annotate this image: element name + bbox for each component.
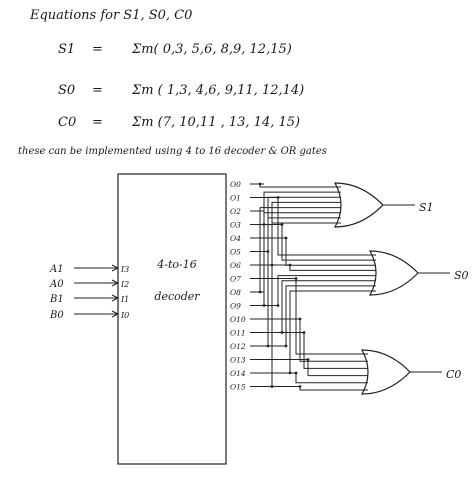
input-arrow-0: [111, 264, 120, 272]
decoder-output-label-9: O9: [230, 302, 241, 311]
decoder-output-label-1: O1: [230, 194, 241, 203]
junction-o8-s1: [258, 290, 262, 294]
wire-o15-to-c0: [264, 386, 368, 391]
junction-o11-c0: [302, 331, 306, 334]
input-arrow-2: [111, 294, 120, 302]
wire-o1-to-s0: [264, 197, 376, 256]
decoder-input-label-2: I1: [120, 295, 129, 304]
junction-o1-s0: [276, 196, 280, 199]
wire-o6-to-s0: [264, 264, 376, 271]
input-signal-b1: B1: [49, 294, 64, 305]
junction-o14-c0: [294, 371, 298, 375]
decoder-output-label-0: O0: [230, 180, 241, 189]
decoder-output-label-13: O13: [230, 356, 246, 365]
decoder-subtitle: decoder: [154, 290, 200, 303]
wire-o11-to-s0: [264, 280, 376, 333]
decoder-input-label-1: I2: [120, 280, 129, 289]
wire-o15-to-s1: [264, 222, 341, 387]
wire-o9-to-s0: [264, 275, 376, 306]
equations-title: Equations for S1, S0, C0: [30, 8, 193, 23]
wire-o10-to-c0: [264, 318, 368, 362]
wire-o13-to-c0: [264, 359, 368, 377]
wire-o11-to-c0: [264, 332, 368, 369]
junction-o6-s0: [288, 263, 292, 267]
junction-o13-c0: [306, 358, 310, 361]
decoder-output-label-2: O2: [230, 207, 241, 216]
wire-o6-to-s1: [264, 201, 341, 266]
equation-s0: S0 = Σm ( 1,3, 4,6, 9,11, 12,14): [58, 83, 304, 98]
equation-s1: S1 = Σm( 0,3, 5,6, 8,9, 12,15): [58, 42, 292, 57]
decoder-output-label-6: O6: [230, 261, 241, 270]
equation-c0-lhs: C0: [58, 115, 77, 130]
decoder-output-label-7: O7: [230, 275, 241, 284]
decoder-input-label-3: I0: [120, 311, 129, 320]
wire-o3-to-s0: [264, 224, 376, 261]
wire-o12-to-s1: [264, 217, 341, 347]
junction-o0-s1: [258, 182, 262, 186]
wire-o0-to-s1: [259, 183, 341, 188]
or-gate-s0: [368, 250, 419, 296]
decoder-output-label-14: O14: [230, 369, 246, 378]
equation-s1-rhs: Σm( 0,3, 5,6, 8,9, 12,15): [132, 42, 292, 57]
decoder-output-label-10: O10: [230, 315, 246, 324]
decoder-output-label-15: O15: [230, 383, 246, 392]
wire-o8-to-s1: [259, 207, 341, 293]
junction-o3-s0: [280, 223, 284, 226]
input-arrow-3: [111, 310, 120, 318]
decoder-output-label-12: O12: [230, 342, 246, 351]
equation-s0-rhs: Σm ( 1,3, 4,6, 9,11, 12,14): [132, 83, 305, 98]
implementation-note: these can be implemented using 4 to 16 d…: [18, 146, 327, 157]
input-signal-a1: A1: [49, 264, 64, 275]
junction-o12-s0: [284, 344, 288, 348]
decoder-output-label-5: O5: [230, 248, 241, 257]
decoder-output-label-4: O4: [230, 234, 241, 243]
decoder-output-label-3: O3: [230, 221, 241, 230]
junction-o10-c0: [298, 317, 302, 321]
equation-s1-lhs: S1: [58, 42, 76, 57]
gate-output-label-s1: S1: [419, 201, 434, 214]
or-gate-s1: [333, 182, 384, 228]
decoder-title: 4-to-16: [156, 258, 196, 271]
junction-o9-s0: [276, 304, 280, 307]
or-gate-c0: [360, 349, 411, 395]
decoder-output-label-11: O11: [230, 329, 246, 338]
equation-s0-lhs: S0: [58, 83, 76, 98]
junction-o4-s0: [284, 236, 288, 240]
equation-c0-rhs: Σm (7, 10,11 , 13, 14, 15): [132, 115, 301, 130]
input-signal-b0: B0: [49, 310, 64, 321]
wire-o7-to-c0: [264, 278, 368, 355]
wire-o12-to-s0: [264, 285, 376, 347]
decoder-box: [117, 173, 227, 465]
wire-o14-to-c0: [264, 372, 368, 384]
wire-o4-to-s0: [264, 237, 376, 266]
wire-o9-to-s1: [263, 212, 341, 306]
equation-c0: C0 = Σm (7, 10,11 , 13, 14, 15): [58, 115, 300, 130]
equation-s0-equals: =: [92, 83, 103, 98]
decoder-output-label-8: O8: [230, 288, 241, 297]
junction-o15-c0: [298, 385, 302, 388]
gate-output-label-s0: S0: [454, 269, 469, 282]
equation-c0-equals: =: [92, 115, 103, 130]
junction-o7-c0: [294, 277, 298, 280]
input-signal-a0: A0: [49, 279, 64, 290]
gate-output-label-c0: C0: [446, 368, 461, 381]
equation-s1-equals: =: [92, 42, 103, 57]
input-arrow-1: [111, 279, 120, 287]
decoder-input-label-0: I3: [120, 265, 129, 274]
